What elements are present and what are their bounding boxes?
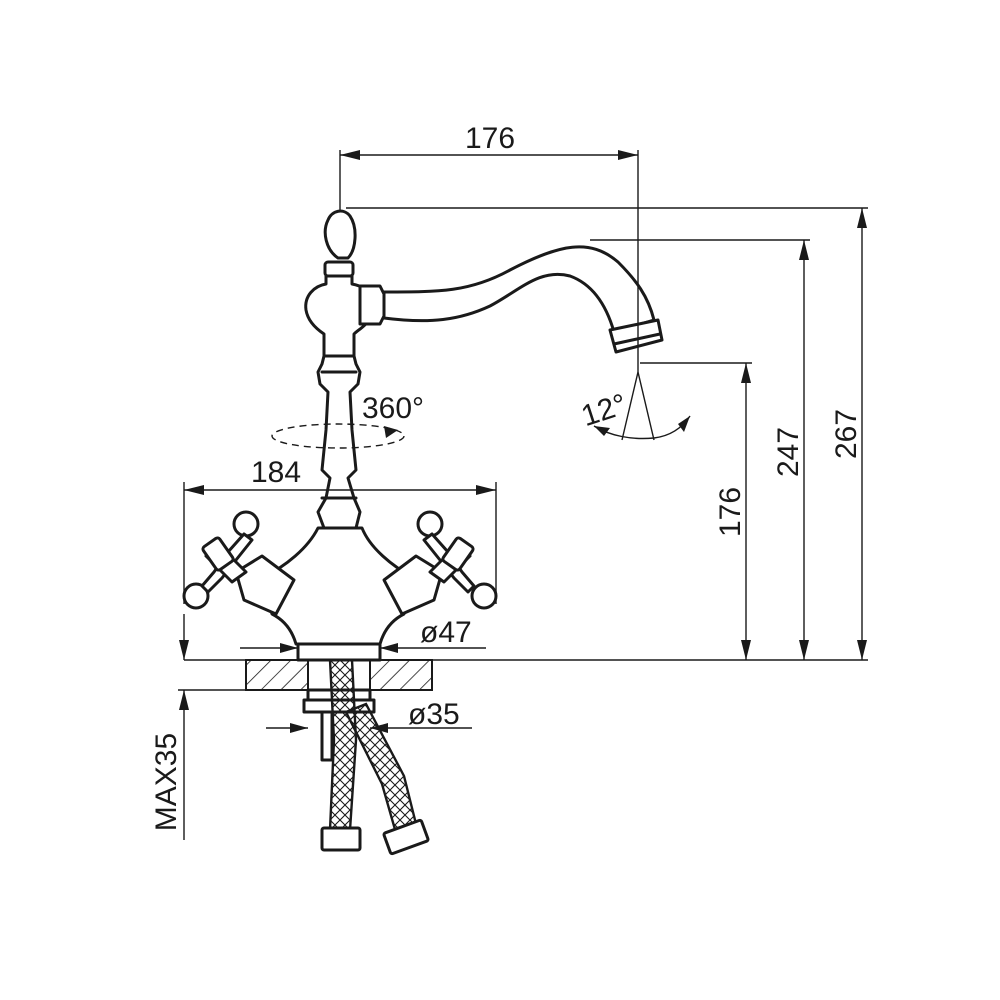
aerator-ring [612, 332, 662, 346]
right-cross-handle [416, 510, 498, 610]
threaded-rod [320, 710, 334, 762]
base-plate [296, 642, 382, 662]
label-spout-height: 247 [772, 427, 805, 477]
label-hole-diameter: ø35 [408, 698, 460, 731]
counter-right [369, 659, 433, 691]
label-body-width: 184 [251, 456, 301, 489]
label-total-height: 267 [830, 409, 863, 459]
dimension-labels: 176 184 360° 12° ø47 ø35 MAX35 176 247 2… [150, 122, 863, 831]
middle-column [316, 354, 362, 530]
finial [323, 209, 357, 260]
label-max-thickness: MAX35 [150, 733, 183, 831]
spout-collar [358, 284, 386, 326]
counter-left [245, 659, 309, 691]
label-tilt-angle: 12° [577, 388, 630, 433]
label-spout-reach: 176 [465, 122, 515, 155]
label-rotation: 360° [362, 392, 424, 425]
label-base-diameter: ø47 [420, 616, 472, 649]
faucet [182, 209, 664, 856]
left-handle-arm [234, 554, 296, 616]
hose-right-nut [382, 818, 430, 856]
left-cross-handle [182, 510, 260, 610]
label-outlet-height: 176 [714, 487, 747, 537]
hose-left-nut [320, 826, 362, 852]
dimension-lines [178, 150, 868, 840]
finial-collar [323, 260, 355, 278]
spout [382, 245, 656, 334]
right-handle-arm [382, 554, 444, 616]
hose-left [328, 658, 358, 832]
